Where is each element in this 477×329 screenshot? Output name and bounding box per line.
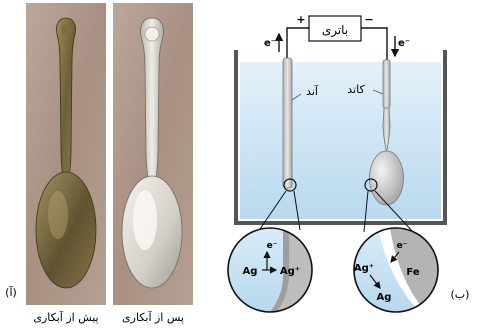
handle-ornament [145, 27, 159, 41]
anode-zoom-ag-ion: Ag⁺ [280, 266, 300, 277]
wire-left [287, 28, 309, 60]
tarnished-spoon-bowl [36, 172, 96, 288]
panel-a-label: (آ) [5, 285, 17, 299]
handle-ornament [61, 25, 71, 35]
cathode-zoom-electron: e⁻ [397, 241, 408, 251]
minus-sign: − [364, 13, 373, 26]
electrolysis-cell: باتری + − e⁻ e⁻ آند کاتد [236, 13, 445, 233]
anode-zoom: Ag Ag⁺ e⁻ [228, 228, 312, 312]
photo-after-plating [113, 3, 193, 305]
panel-b-label: (ب) [451, 288, 470, 301]
electron-left-label: e⁻ [264, 38, 276, 49]
plus-sign: + [296, 13, 305, 26]
photo-before-plating [26, 3, 106, 305]
anode-zoom-electron: e⁻ [267, 241, 278, 251]
cathode-zoom: e⁻ Ag⁺ Fe Ag [354, 228, 438, 312]
cathode-label: کاتد [347, 83, 365, 96]
cathode-zoom-ag: Ag [377, 292, 392, 303]
after-caption: پس از آبکاری [122, 310, 184, 324]
battery-label: باتری [322, 23, 348, 38]
cathode-zoom-ag-ion: Ag⁺ [354, 263, 374, 274]
anode-electrode [283, 58, 292, 188]
electron-right-label: e⁻ [398, 38, 410, 49]
electrolyte-solution [240, 62, 441, 219]
cathode-zoom-fe: Fe [406, 267, 419, 278]
before-caption: پیش از آبکاری [33, 310, 98, 324]
wire-right [361, 28, 387, 65]
anode-label: آند [306, 84, 319, 98]
anode-zoom-ag: Ag [243, 266, 258, 277]
